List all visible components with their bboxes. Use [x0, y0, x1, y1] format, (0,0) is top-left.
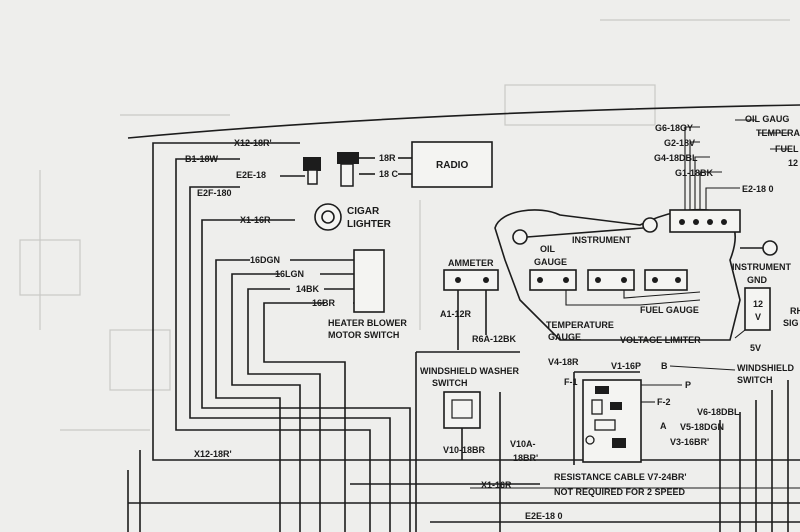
label-v10: V10-18BR	[443, 445, 486, 455]
cigar-lighter-center	[321, 210, 335, 224]
label-temp-gauge: GAUGE	[548, 332, 581, 342]
label-x1-bottom: X1-16R	[481, 480, 512, 490]
label-instrument: INSTRUMENT	[572, 235, 631, 245]
bleed-through	[19, 19, 790, 431]
ammeter-box	[443, 269, 499, 291]
label-ammeter: AMMETER	[448, 258, 494, 268]
label-g1: G1-18BK	[675, 168, 714, 178]
label-fuel-gauge: FUEL GAUGE	[640, 305, 699, 315]
windshield-switch-internals	[585, 386, 626, 448]
temperature-gauge-box	[587, 269, 635, 291]
label-14bk: 14BK	[296, 284, 320, 294]
label-v: V	[755, 312, 761, 322]
label-16br: 16BR	[312, 298, 336, 308]
label-heater-2: MOTOR SWITCH	[328, 330, 399, 340]
cluster-connector	[669, 209, 741, 233]
label-18br: 18BR'	[513, 453, 538, 463]
label-x12-top: X12-18R'	[234, 138, 272, 148]
label-g2: G2-18V	[664, 138, 695, 148]
radio-connectors	[280, 152, 412, 187]
label-oil-gauge-top: OIL GAUG	[745, 114, 789, 124]
label-v6: V6-18DBL	[697, 407, 740, 417]
label-f1: F-1	[564, 377, 578, 387]
windshield-switch-box	[582, 379, 642, 463]
label-v10a: V10A-	[510, 439, 536, 449]
gauge-leads	[684, 119, 790, 225]
label-18c: 18 C	[379, 169, 399, 179]
label-18r: 18R	[379, 153, 396, 163]
label-v5dgn: V5-18DGN	[680, 422, 724, 432]
heater-switch-leads	[290, 259, 354, 304]
label-g4: G4-18DBL	[654, 153, 698, 163]
label-resistance-cable: RESISTANCE CABLE V7-24BR'	[554, 472, 687, 482]
label-r6a: R6A-12BK	[472, 334, 517, 344]
label-e2f: E2F-180	[197, 188, 232, 198]
gauge-terminals	[537, 277, 681, 283]
label-16lgn: 16LGN	[275, 269, 304, 279]
heater-blower-switch	[353, 249, 385, 313]
voltage-limiter-box	[744, 287, 771, 331]
label-oil: OIL	[540, 244, 556, 254]
instrument-lamp-right-icon	[762, 240, 778, 256]
radio-box	[411, 141, 493, 188]
label-lighter: LIGHTER	[347, 219, 392, 230]
fuel-gauge-box	[644, 269, 688, 291]
label-f2: F-2	[657, 397, 671, 407]
instrument-lamp-center-icon	[642, 217, 658, 233]
label-gnd: GND	[747, 275, 768, 285]
ammeter-terminal-left	[455, 277, 461, 283]
label-a1: A1-12R	[440, 309, 472, 319]
label-temperature-top: TEMPERA	[756, 128, 800, 138]
label-v4: V4-18R	[548, 357, 579, 367]
ammeter-terminal-right	[483, 277, 489, 283]
oil-gauge-box	[529, 269, 577, 291]
instrument-lamp-left-icon	[512, 229, 528, 245]
label-temperature: TEMPERATURE	[546, 320, 614, 330]
radio-label: RADIO	[436, 160, 468, 171]
label-12-top: 12	[788, 158, 798, 168]
label-voltage-limiter: VOLTAGE LIMITER	[620, 335, 701, 345]
label-b: B	[661, 361, 668, 371]
label-fuel-top: FUEL	[775, 144, 799, 154]
label-sig: SIG	[783, 318, 799, 328]
label-g6: G6-18GY	[655, 123, 693, 133]
label-ws-switch-1: WINDSHIELD	[737, 363, 794, 373]
label-12v: 12	[753, 299, 763, 309]
cluster-connector-pins	[679, 219, 727, 225]
harness-boundary	[127, 104, 800, 139]
washer-switch-inner	[451, 399, 473, 419]
label-5v: 5V	[750, 343, 761, 353]
label-a: A	[660, 421, 667, 431]
label-e2e: E2E-18	[236, 170, 266, 180]
label-not-required: NOT REQUIRED FOR 2 SPEED	[554, 487, 686, 497]
label-ws-washer-2: SWITCH	[432, 378, 468, 388]
label-cigar: CIGAR	[347, 206, 380, 217]
label-v1: V1-16P	[611, 361, 641, 371]
label-ws-switch-2: SWITCH	[737, 375, 773, 385]
left-harness	[127, 142, 800, 532]
label-oil-gauge: GAUGE	[534, 257, 567, 267]
label-16dgn: 16DGN	[250, 255, 280, 265]
label-e2e-bottom: E2E-18 0	[525, 511, 563, 521]
label-instrument-right: INSTRUMENT	[732, 262, 791, 272]
label-heater-1: HEATER BLOWER	[328, 318, 407, 328]
label-x12-bottom: X12-18R'	[194, 449, 232, 459]
label-rh: RH	[790, 306, 800, 316]
label-p: P	[685, 380, 691, 390]
label-b1: B1-18W	[185, 154, 219, 164]
label-x1-16r: X1-16R	[240, 215, 271, 225]
label-v3: V3-16BR'	[670, 437, 709, 447]
label-e2-top: E2-18 0	[742, 184, 774, 194]
windshield-right-leads	[719, 380, 789, 532]
label-ws-washer-1: WINDSHIELD WASHER	[420, 366, 520, 376]
